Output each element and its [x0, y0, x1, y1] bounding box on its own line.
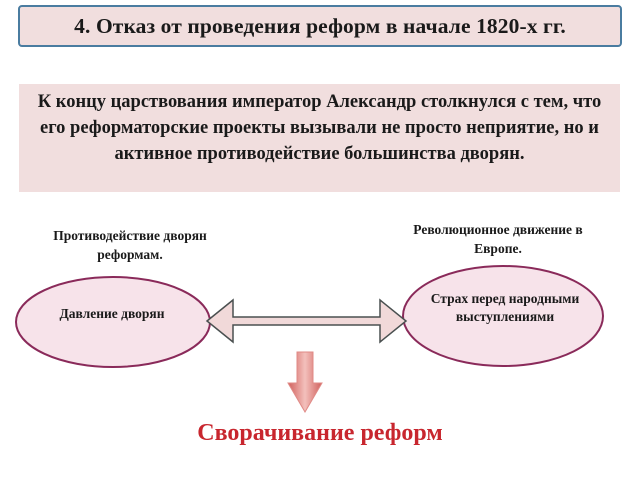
- caption-right: Революционное движение в Европе.: [413, 222, 583, 256]
- intro-text: К концу царствования император Александр…: [37, 92, 602, 164]
- down-arrow: [287, 351, 323, 413]
- result-text: Сворачивание реформ: [197, 420, 443, 446]
- slide-title: 4. Отказ от проведения реформ в начале 1…: [74, 13, 566, 38]
- ellipse-right: [402, 265, 604, 367]
- double-arrow: [205, 298, 408, 344]
- ellipse-right-label: Страх перед народными выступлениями: [430, 291, 580, 324]
- intro-box: К концу царствования император Александр…: [19, 84, 620, 192]
- caption-left: Противодействие дворян реформам.: [53, 228, 207, 262]
- ellipse-left-label: Давление дворян: [59, 306, 165, 321]
- title-box: 4. Отказ от проведения реформ в начале 1…: [18, 5, 622, 47]
